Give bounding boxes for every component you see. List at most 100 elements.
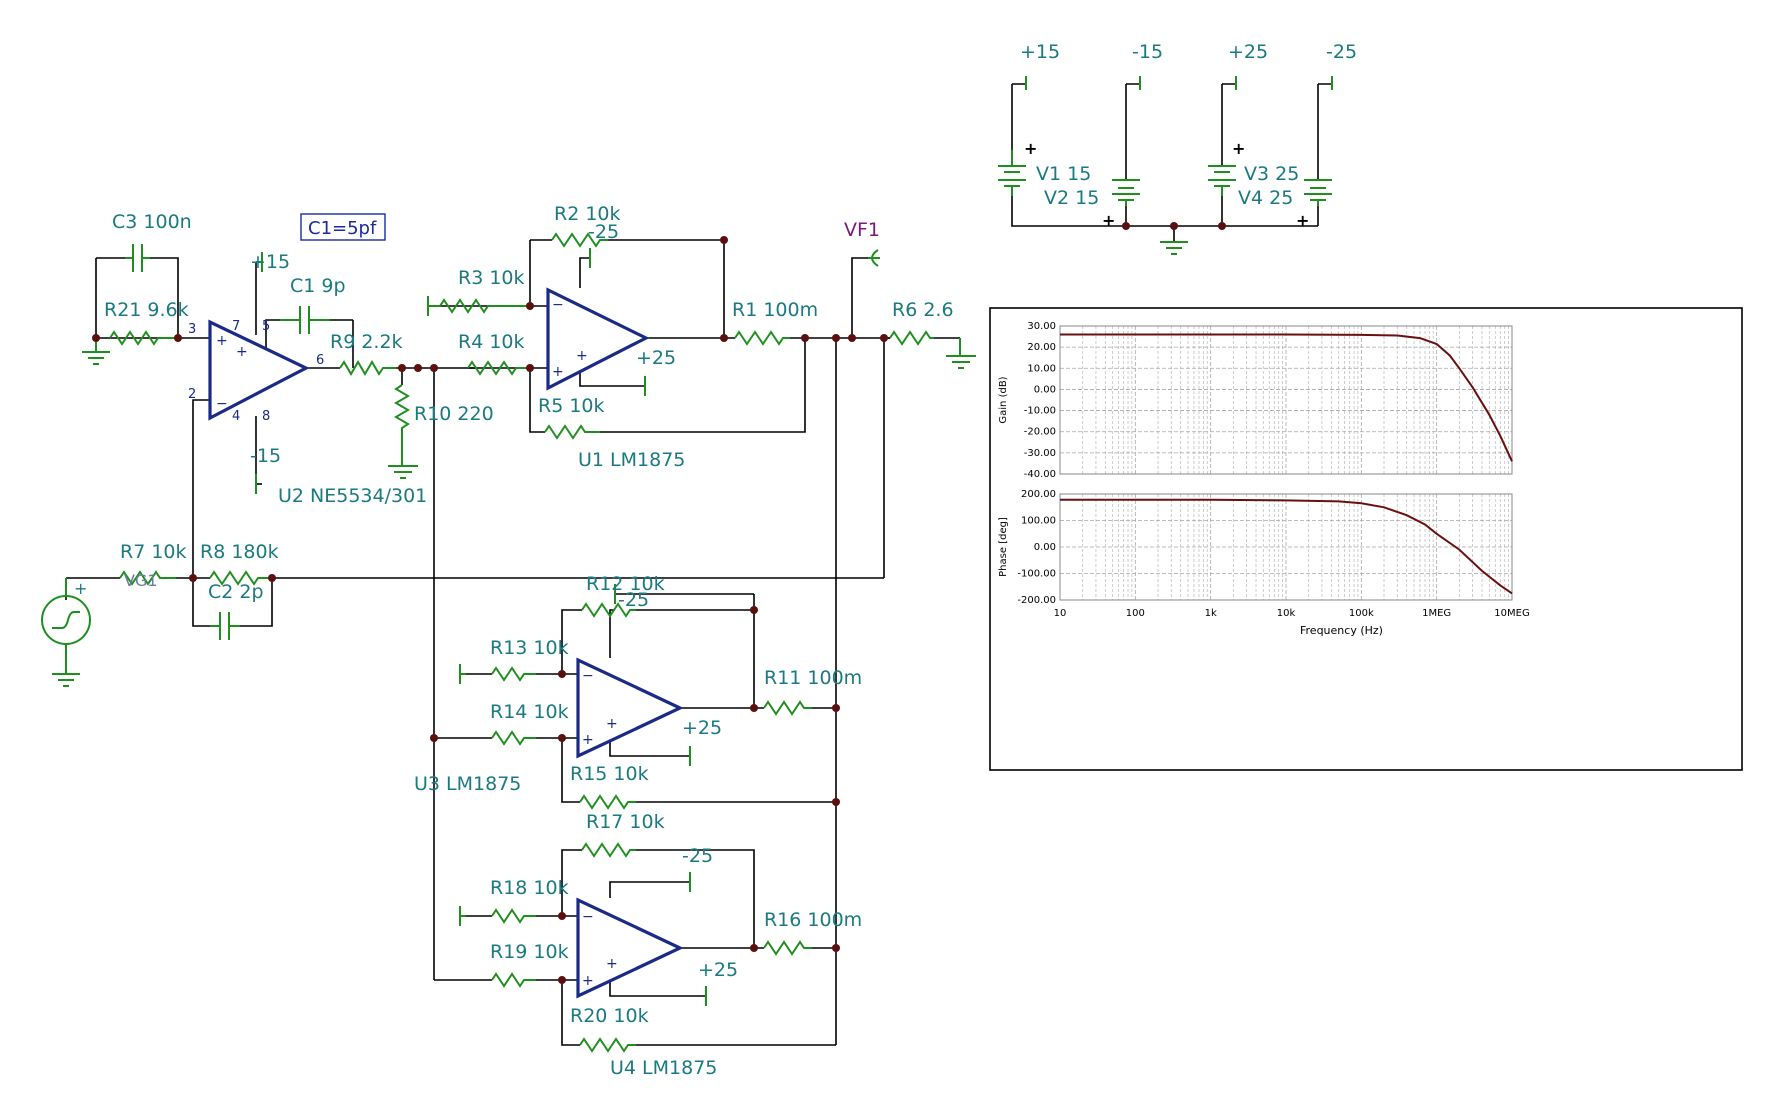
gain-plot: 30.0020.0010.000.00-10.00-20.00-30.00-40… xyxy=(998,321,1513,480)
svg-text:+: + xyxy=(1024,139,1037,158)
y-tick-label: 0.00 xyxy=(1034,384,1056,395)
y-tick-label: -20.00 xyxy=(1024,427,1056,438)
x-tick-label: 10MEG xyxy=(1494,608,1529,619)
y-tick-label: 30.00 xyxy=(1027,321,1056,332)
wires xyxy=(65,76,1333,1046)
y-tick-label: -30.00 xyxy=(1024,448,1056,459)
resistor-r17 xyxy=(579,794,636,810)
note-c1: C1=5pf xyxy=(308,218,377,239)
x-tick-label: 100k xyxy=(1349,608,1374,619)
y-tick-label: -200.00 xyxy=(1017,595,1056,606)
y-tick-label: 20.00 xyxy=(1027,342,1056,353)
label-r5: R5 10k xyxy=(538,395,605,417)
rail-label-3: -25 xyxy=(1326,41,1357,63)
opamp-pin-labels: 3 2 7 5 6 4 8 xyxy=(188,319,324,424)
signal-source-vg1: + xyxy=(41,578,91,660)
pin-3: 3 xyxy=(188,322,196,337)
label-r15: R15 10k xyxy=(570,763,649,785)
y-tick-label: -40.00 xyxy=(1024,469,1056,480)
label-r2: R2 10k xyxy=(554,203,621,225)
svg-text:+: + xyxy=(1102,211,1115,230)
svg-text:−: − xyxy=(582,668,594,684)
capacitor-c3 xyxy=(125,244,150,272)
resistor-r4 xyxy=(467,360,530,376)
label-r21: R21 9.6k xyxy=(104,299,189,321)
label-u3: U3 LM1875 xyxy=(414,773,521,795)
series-line xyxy=(1060,498,1513,595)
svg-text:+: + xyxy=(552,364,564,380)
label-c3: C3 100n xyxy=(112,211,192,233)
resistors xyxy=(109,232,934,1053)
svg-text:+: + xyxy=(606,716,618,732)
label-m15: -15 xyxy=(250,445,281,467)
label-r12-rail: -25 xyxy=(618,589,649,611)
resistor-r15 xyxy=(581,842,636,858)
plot-frame xyxy=(1059,493,1513,601)
frequency-axis-label: Frequency (Hz) xyxy=(1300,624,1383,637)
label-vf1: VF1 xyxy=(844,219,880,241)
rail-label-2: +25 xyxy=(1228,41,1268,63)
plot-frame xyxy=(1059,325,1513,475)
label-r17: R17 10k xyxy=(586,811,665,833)
opamp-u3: − + + xyxy=(576,657,684,759)
series-line xyxy=(1060,333,1513,462)
label-r14: R14 10k xyxy=(490,701,569,723)
label-r6: R6 2.6 xyxy=(892,299,954,321)
svg-text:+: + xyxy=(1296,211,1309,230)
label-u4-rail: +25 xyxy=(698,959,738,981)
x-tick-label: 1MEG xyxy=(1422,608,1451,619)
resistor-r7 xyxy=(119,570,176,586)
bode-plot-window xyxy=(989,307,1743,771)
label-u2: U2 NE5534/301 xyxy=(278,485,427,507)
capacitor-c2 xyxy=(210,612,240,640)
svg-text:+: + xyxy=(576,348,588,364)
rail-label-1: -15 xyxy=(1132,41,1163,63)
label-c2: C2 2p xyxy=(208,581,264,603)
opamp-u1: − + + xyxy=(546,287,650,391)
y-axis-label: Phase [deg] xyxy=(998,517,1009,577)
pin-7: 7 xyxy=(232,319,240,334)
label-r16: R16 100m xyxy=(764,909,862,931)
resistor-r13 xyxy=(491,666,536,682)
capacitor-c1 xyxy=(280,306,330,334)
resistor-r3 xyxy=(439,298,530,314)
opamp-u4: − + + xyxy=(576,897,684,999)
label-v1: V1 15 xyxy=(1036,163,1091,185)
battery-v1 xyxy=(998,150,1026,196)
x-tick-label: 10k xyxy=(1277,608,1296,619)
svg-text:−: − xyxy=(552,297,564,313)
resistor-r14 xyxy=(491,730,536,746)
resistor-r11 xyxy=(763,700,812,716)
label-u4: U4 LM1875 xyxy=(610,1057,717,1079)
svg-text:+: + xyxy=(236,344,248,360)
capacitors xyxy=(125,244,330,640)
x-tick-label: 100 xyxy=(1126,608,1145,619)
label-r18: R18 10k xyxy=(490,877,569,899)
svg-text:+: + xyxy=(74,579,87,598)
label-r20: R20 10k xyxy=(570,1005,649,1027)
resistor-r20 xyxy=(579,1037,636,1053)
note-box xyxy=(300,213,386,241)
battery-v3 xyxy=(1208,165,1236,196)
label-u4-neg: -25 xyxy=(682,845,713,867)
svg-text:−: − xyxy=(582,909,594,925)
y-tick-label: 0.00 xyxy=(1034,542,1056,553)
opamp-u2: + − + xyxy=(208,319,310,421)
y-tick-label: 10.00 xyxy=(1027,363,1056,374)
label-r13: R13 10k xyxy=(490,637,569,659)
resistor-r6 xyxy=(889,330,934,346)
pin-2: 2 xyxy=(188,387,196,402)
pin-5: 5 xyxy=(262,319,270,334)
label-r2-rail: -25 xyxy=(588,221,619,243)
label-r4: R4 10k xyxy=(458,331,525,353)
svg-text:+: + xyxy=(606,956,618,972)
ground-symbols xyxy=(52,76,1333,1006)
label-vg1: VG1 xyxy=(124,571,158,590)
resistor-r9 xyxy=(339,360,396,376)
resistor-r18 xyxy=(491,908,536,924)
y-axis-label: Gain (dB) xyxy=(998,376,1009,423)
resistor-r8 xyxy=(209,570,270,586)
x-tick-label: 10 xyxy=(1054,608,1067,619)
label-r3: R3 10k xyxy=(458,267,525,289)
